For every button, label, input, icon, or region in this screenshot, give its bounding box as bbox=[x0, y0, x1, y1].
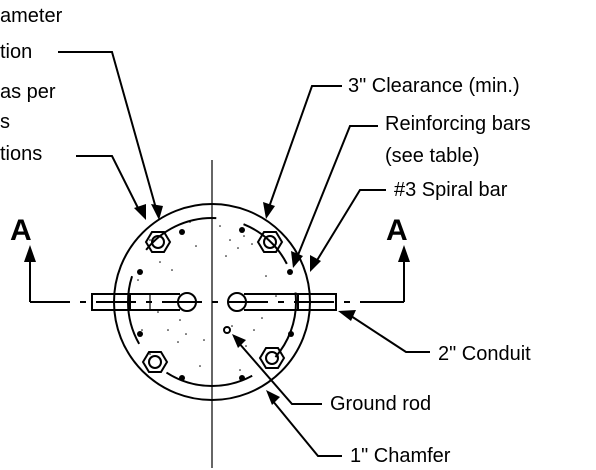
anchor-bolt-bottom-left bbox=[141, 351, 169, 373]
concrete-stipple bbox=[137, 221, 277, 371]
label-reinforcing-line1: Reinforcing bars bbox=[385, 113, 531, 135]
label-diameter-line2: tion bbox=[0, 41, 32, 63]
label-ground-rod: Ground rod bbox=[330, 393, 431, 415]
section-mark-left: A bbox=[10, 214, 32, 247]
section-arrow-right-head bbox=[398, 245, 410, 262]
label-asper-line2: s bbox=[0, 111, 10, 133]
label-asper-line3: tions bbox=[0, 143, 42, 165]
section-arrow-left-head bbox=[24, 245, 36, 262]
leader-diameter bbox=[58, 51, 163, 220]
label-clearance: 3" Clearance (min.) bbox=[348, 75, 520, 97]
label-asper-line1: as per bbox=[0, 81, 56, 103]
leader-asper bbox=[76, 155, 146, 220]
foundation-outline bbox=[113, 203, 311, 401]
leader-chamfer bbox=[266, 390, 342, 457]
ground-rod bbox=[223, 326, 231, 334]
anchor-bolt-top-right bbox=[256, 231, 284, 253]
label-diameter-line1: ameter bbox=[0, 5, 63, 27]
leader-clearance bbox=[263, 85, 342, 219]
leader-ground-rod bbox=[232, 334, 322, 405]
leader-reinforcing bbox=[291, 125, 378, 268]
leader-spiral bbox=[310, 189, 386, 272]
label-spiral: #3 Spiral bar bbox=[394, 179, 508, 201]
leader-conduit bbox=[338, 310, 430, 353]
label-reinforcing-line2: (see table) bbox=[385, 145, 480, 167]
label-chamfer: 1" Chamfer bbox=[350, 445, 451, 467]
conduit-left bbox=[91, 292, 197, 312]
anchor-bolt-top-left bbox=[144, 231, 172, 253]
spiral-bar bbox=[127, 217, 297, 387]
conduit-right bbox=[227, 292, 337, 312]
anchor-bolt-bottom-right bbox=[258, 347, 286, 369]
section-mark-right: A bbox=[386, 214, 408, 247]
label-conduit: 2" Conduit bbox=[438, 343, 531, 365]
reinforcing-bars bbox=[137, 227, 294, 381]
